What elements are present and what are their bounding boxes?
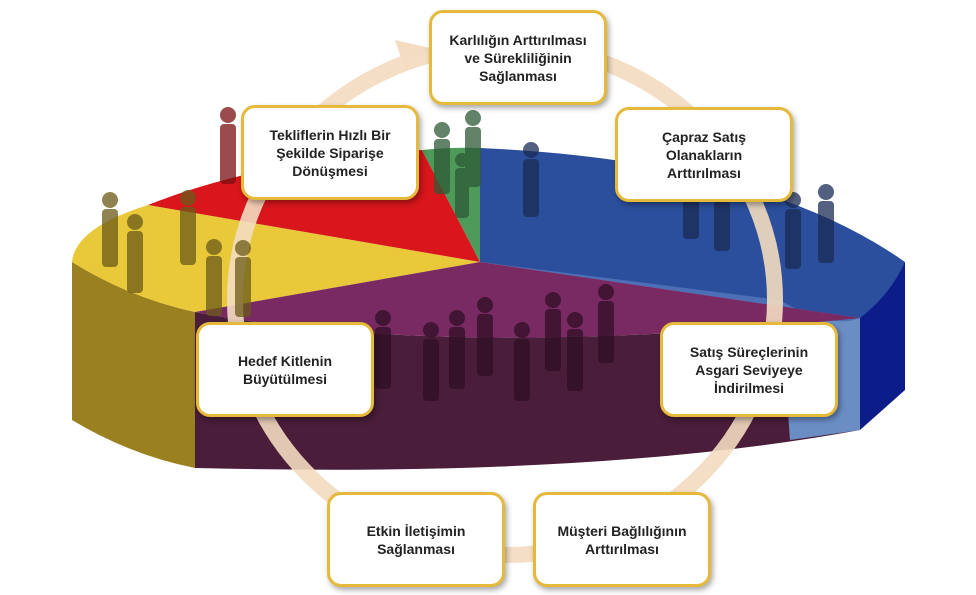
person-icon [477, 297, 493, 376]
person-icon [206, 239, 222, 316]
person-icon [434, 122, 450, 194]
person-icon [127, 214, 143, 293]
person-icon [785, 192, 801, 269]
person-icon [423, 322, 439, 401]
person-icon [514, 322, 530, 401]
goal-box-communication: Etkin İletişimin Sağlanması [327, 492, 505, 587]
person-icon [375, 310, 391, 389]
person-icon [180, 190, 196, 265]
person-icon [235, 240, 251, 317]
pie-wedge-yellow [72, 205, 480, 312]
person-icon [220, 107, 236, 184]
person-icon [545, 292, 561, 371]
person-icon [818, 184, 834, 263]
ring-arrowhead [395, 40, 430, 70]
person-icon [523, 142, 539, 217]
person-icon [449, 310, 465, 389]
person-icon [455, 153, 469, 218]
goal-box-customer-loyalty: Müşteri Bağlılığının Arttırılması [533, 492, 711, 587]
goal-box-profitability: Karlılığın Arttırılması ve Sürekliliğini… [429, 10, 607, 105]
person-icon [102, 192, 118, 267]
pie-side-yellow [72, 262, 195, 468]
person-icon [598, 284, 614, 363]
goal-box-sales-process: Satış Süreçlerinin Asgari Seviyeye İndir… [660, 322, 838, 417]
people-silhouettes [102, 107, 834, 401]
goal-box-target-audience: Hedef Kitlenin Büyütülmesi [196, 322, 374, 417]
goal-box-cross-sell: Çapraz Satış Olanakların Arttırılması [615, 107, 793, 202]
person-icon [567, 312, 583, 391]
pie-wedge-purple [195, 262, 860, 338]
goal-box-offer-conversion: Tekliflerin Hızlı Bir Şekilde Siparişe D… [241, 105, 419, 200]
